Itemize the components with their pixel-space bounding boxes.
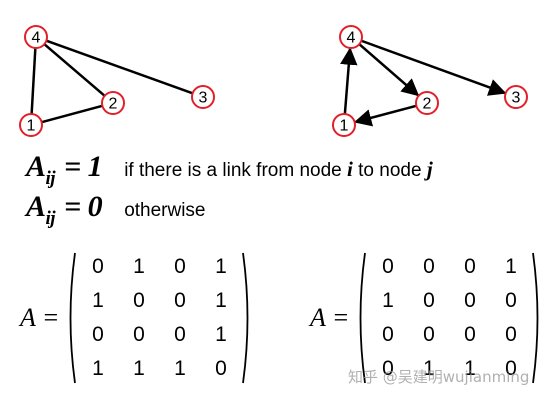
matrix-cell-r2-c1: 1 (382, 289, 394, 312)
matrix-cell-r4-c2: 1 (133, 357, 145, 380)
right-paren (532, 252, 539, 384)
matrix-directed: A = 0 0 0 1 1 0 0 0 0 0 0 0 0 1 1 0 (310, 248, 543, 388)
edge-1-4 (340, 47, 358, 115)
matrix-cell-r2-c3: 0 (464, 289, 476, 312)
matrix-cell-r1-c1: 0 (92, 255, 104, 278)
edge-4-3 (45, 39, 194, 95)
edge-4-2 (43, 43, 106, 97)
definition-otherwise: Aij = 0 otherwise (26, 190, 206, 230)
matrix-cell-r3-c2: 0 (423, 323, 435, 346)
node-2-circle (415, 91, 439, 115)
edge-1-2 (41, 104, 103, 124)
matrix-cell-r4-c3: 1 (174, 357, 186, 380)
matrix-cell-r4-c2: 1 (423, 357, 435, 380)
matrix-cell-r3-c1: 0 (92, 323, 104, 346)
edge-2-1 (353, 104, 417, 127)
node-2-label: 2 (423, 96, 432, 113)
matrix-cell-r1-c3: 0 (174, 255, 186, 278)
node-1-label: 1 (27, 118, 36, 135)
definition-otherwise-text: otherwise (124, 200, 206, 221)
matrix-cell-r2-c2: 0 (423, 289, 435, 312)
matrix-cell-r3-c2: 0 (133, 323, 145, 346)
matrix-label: A = (20, 303, 60, 332)
node-4-label: 4 (347, 30, 356, 47)
matrix-cell-r1-c3: 0 (464, 255, 476, 278)
matrix-cell-r3-c4: 1 (215, 323, 227, 346)
matrix-cell-r2-c4: 1 (215, 289, 227, 312)
definition-link: Aij = 1 if there is a link from node i t… (26, 150, 433, 190)
edge-4-2 (358, 43, 420, 97)
matrix-cell-r3-c3: 0 (174, 323, 186, 346)
matrix-cell-r1-c2: 0 (423, 255, 435, 278)
right-paren (242, 252, 249, 384)
matrix-cell-r4-c1: 1 (92, 357, 104, 380)
matrix-cell-r1-c2: 1 (133, 255, 145, 278)
matrix-cell-r2-c1: 1 (92, 289, 104, 312)
undirected-graph: 1 2 3 4 1 2 3 4 (19, 25, 528, 137)
matrix-cell-r4-c4: 0 (215, 357, 227, 380)
node-1-circle (332, 113, 356, 137)
matrix-cell-r3-c4: 0 (505, 323, 517, 346)
matrix-cell-r1-c4: 1 (505, 255, 517, 278)
node-2-label: 2 (109, 96, 118, 113)
left-paren (360, 252, 367, 384)
matrix-cell-r4-c3: 1 (464, 357, 476, 380)
formula-aij-0: Aij = 0 (26, 190, 103, 229)
formula-aij-1: Aij = 1 (26, 150, 103, 189)
matrix-cell-r3-c3: 0 (464, 323, 476, 346)
node-4-label: 4 (32, 30, 41, 47)
matrix-cell-r3-c1: 0 (382, 323, 394, 346)
matrix-cell-r2-c2: 0 (133, 289, 145, 312)
node-2-circle (101, 91, 125, 115)
matrix-cell-r2-c3: 0 (174, 289, 186, 312)
left-paren (70, 252, 77, 384)
matrix-cells: 0 0 0 1 1 0 0 0 0 0 0 0 0 1 1 0 (367, 250, 531, 386)
matrix-label: A = (310, 303, 350, 332)
node-1-circle (19, 113, 43, 137)
node-4-circle (339, 25, 363, 49)
matrix-undirected: A = 0 1 0 1 1 0 0 1 0 0 0 1 1 1 1 0 (20, 248, 253, 388)
matrix-cells: 0 1 0 1 1 0 0 1 0 0 0 1 1 1 1 0 (77, 250, 241, 386)
node-4-circle (24, 25, 48, 49)
node-3-label: 3 (199, 90, 208, 107)
edge-4-1 (30, 47, 37, 115)
watermark: 知乎 @吴建明wujianming (348, 368, 530, 386)
node-3-circle (191, 85, 215, 109)
matrix-cell-r4-c1: 0 (382, 357, 394, 380)
matrix-cell-r1-c1: 0 (382, 255, 394, 278)
node-3-circle (504, 85, 528, 109)
matrix-cell-r1-c4: 1 (215, 255, 227, 278)
matrix-cell-r2-c4: 0 (505, 289, 517, 312)
edge-4-3 (360, 39, 507, 96)
definition-link-text: if there is a link from node i to node j (124, 157, 433, 181)
node-3-label: 3 (512, 90, 521, 107)
node-1-label: 1 (340, 118, 349, 135)
matrix-cell-r4-c4: 0 (505, 357, 517, 380)
